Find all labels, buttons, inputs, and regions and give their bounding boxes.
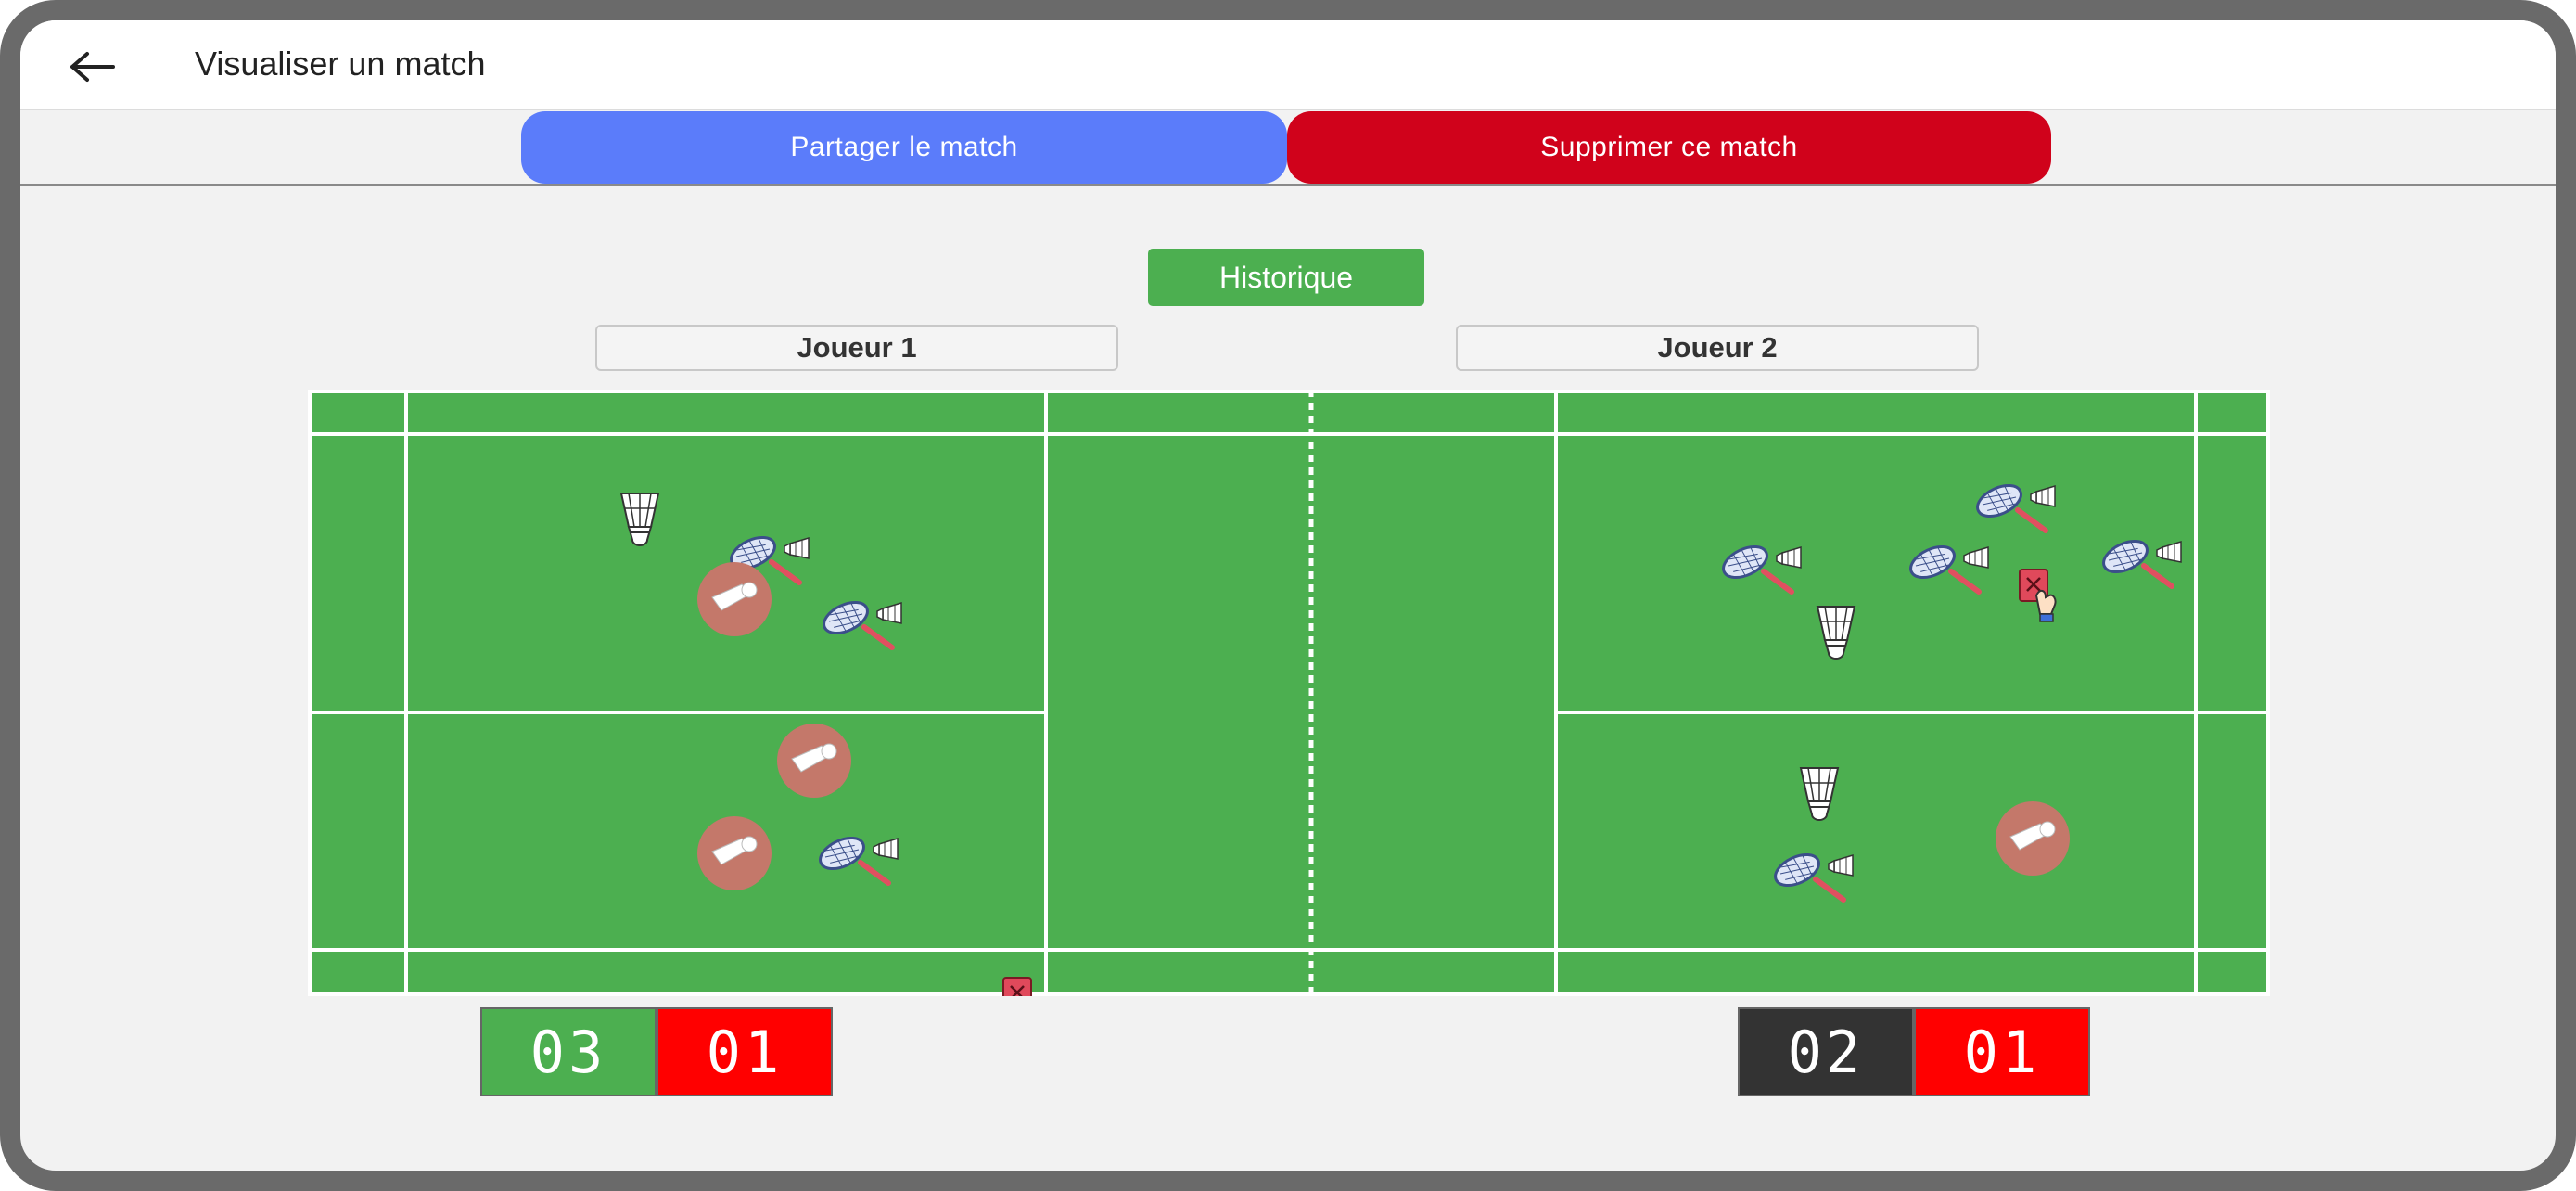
top-bar: Visualiser un match	[20, 20, 2556, 110]
shuttle-circle-icon[interactable]	[776, 723, 852, 799]
shuttle-circle-icon[interactable]	[696, 815, 772, 891]
player-1-name[interactable]: Joueur 1	[595, 325, 1118, 371]
player-2-name[interactable]: Joueur 2	[1456, 325, 1979, 371]
shuttle-circle-icon[interactable]	[696, 561, 772, 637]
player-1-points: 03	[480, 1007, 657, 1096]
player-1-faults: 01	[657, 1007, 833, 1096]
player-2-faults: 01	[1914, 1007, 2090, 1096]
player-2-points: 02	[1738, 1007, 1914, 1096]
court-lines	[308, 390, 2270, 996]
page-title: Visualiser un match	[195, 45, 486, 83]
arrow-left-icon[interactable]	[65, 48, 121, 85]
history-button[interactable]: Historique	[1148, 249, 1424, 306]
shuttle-circle-icon[interactable]	[1995, 800, 2071, 877]
badminton-court[interactable]	[308, 390, 2270, 996]
delete-match-button[interactable]: Supprimer ce match	[1287, 111, 2051, 184]
action-bar: Partager le match Supprimer ce match	[20, 109, 2556, 186]
court-surface	[308, 390, 2270, 996]
share-match-button[interactable]: Partager le match	[521, 111, 1287, 184]
